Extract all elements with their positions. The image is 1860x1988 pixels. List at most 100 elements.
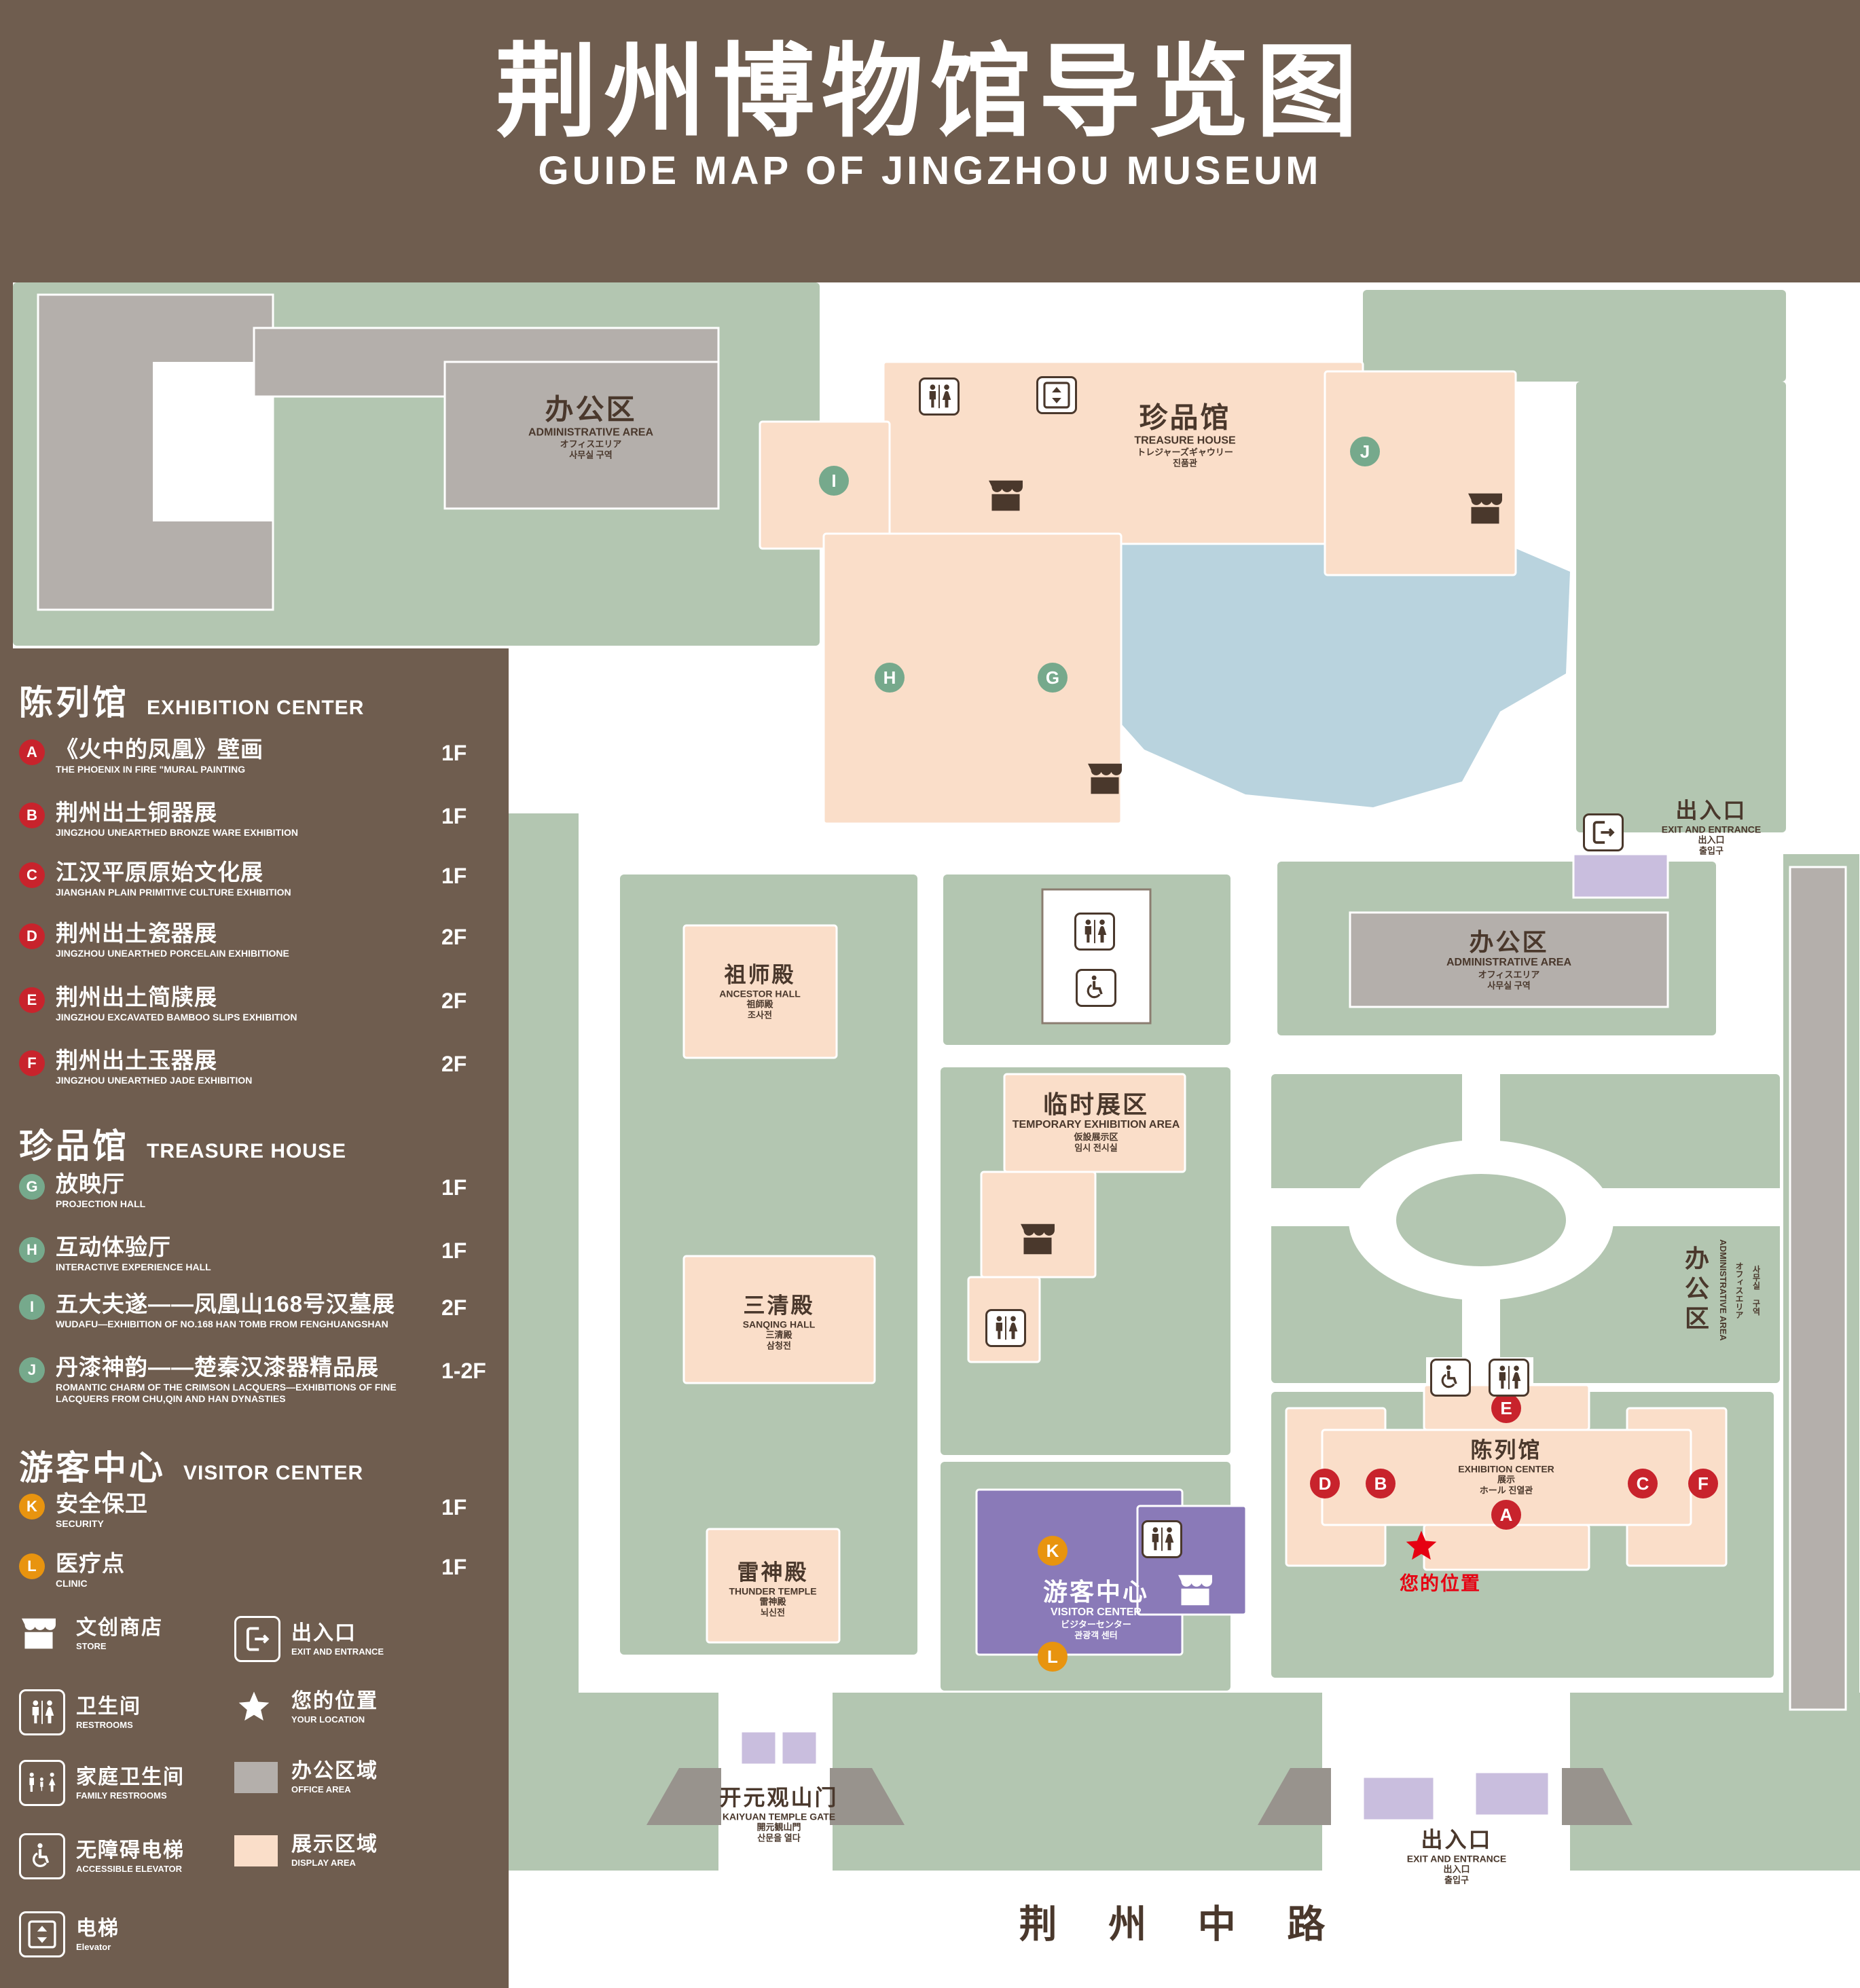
- marker-A: A: [19, 739, 45, 765]
- legend-label-cn: 办公区域: [291, 1760, 378, 1782]
- marker-G: G: [19, 1174, 45, 1200]
- grounds-bottom-center: [833, 1693, 1322, 1871]
- kr-label: 조사전: [748, 1010, 772, 1020]
- jp-label: オフィスエリア: [1478, 970, 1540, 980]
- legend-label-cn: 展示区域: [291, 1833, 378, 1856]
- legend-label-en: FAMILY RESTROOMS: [76, 1790, 167, 1801]
- section-heading-treasure-house: 珍品馆 TREASURE HOUSE: [19, 1119, 494, 1168]
- cn-label: 雷神殿: [737, 1560, 809, 1585]
- office-area-swatch: [234, 1761, 291, 1793]
- accessible-elevator-icon: [1076, 969, 1116, 1007]
- item-floor: 1F: [441, 1555, 467, 1579]
- kaiyuan-gate-building-left: [740, 1730, 778, 1766]
- marker-C: C: [1628, 1469, 1658, 1498]
- en-label: KAIYUAN TEMPLE GATE: [722, 1811, 836, 1822]
- garden-island: [1396, 1174, 1566, 1266]
- jp-label: 開元観山門: [756, 1822, 801, 1833]
- item-name-cn: 安全保卫: [56, 1491, 148, 1516]
- marker-E: E: [1491, 1393, 1521, 1423]
- marker-K: K: [19, 1494, 45, 1520]
- jp-label: 雷神殿: [759, 1596, 786, 1607]
- item-name-en: CLINIC: [56, 1577, 88, 1589]
- grounds-bottom-east: [1570, 1693, 1860, 1871]
- en-label: SANQING HALL: [742, 1319, 816, 1330]
- marker-E: E: [19, 987, 45, 1013]
- legend-label-cn: 卫生间: [76, 1695, 141, 1718]
- exhibition-center-label: 陈列馆 EXHIBITION CENTER 展示 ホール 진열관: [1458, 1438, 1554, 1496]
- kr-label: 관광객 센터: [1074, 1630, 1118, 1640]
- section-title-en: TREASURE HOUSE: [147, 1140, 347, 1162]
- item-floor: 1F: [441, 1175, 467, 1200]
- admin-area-mid-label: 办公区 ADMINISTRATIVE AREA オフィスエリア 사무실 구역: [1446, 928, 1571, 991]
- lake: [1032, 502, 1570, 807]
- cn-label: 珍品馆: [1139, 401, 1231, 434]
- legend-label-en: ACCESSIBLE ELEVATOR: [76, 1863, 183, 1874]
- legend-label-en: STORE: [76, 1640, 107, 1651]
- store-icon: [1018, 1221, 1057, 1257]
- en-label: THUNDER TEMPLE: [729, 1585, 817, 1597]
- jp-label: 仮設展示区: [1074, 1132, 1118, 1143]
- visitor-center-label: 游客中心 VISITOR CENTER ビジターセンター 관광객 센터: [1043, 1578, 1149, 1640]
- en-label: EXHIBITION CENTER: [1458, 1463, 1554, 1475]
- sanqing-hall-label: 三清殿 SANQING HALL 三清殿 삼청전: [743, 1293, 816, 1351]
- marker-L: L: [19, 1553, 45, 1579]
- legend-label-cn: 电梯: [76, 1917, 120, 1940]
- garden-path-north: [1462, 1074, 1500, 1150]
- temporary-exhibition-label: 临时展区 TEMPORARY EXHIBITION AREA 仮設展示区 임시 …: [1013, 1090, 1180, 1153]
- south-entrance-building-left: [1362, 1775, 1436, 1822]
- jp-label: オフィスエリア: [1734, 1262, 1744, 1319]
- legend-label-en: Elevator: [76, 1941, 111, 1952]
- admin-building-main: [443, 361, 720, 510]
- item-floor: 1F: [441, 1495, 467, 1520]
- east-exit-label: 出入口 EXIT AND ENTRANCE 出入口 출입구: [1662, 798, 1762, 856]
- marker-D: D: [19, 923, 45, 949]
- marker-H: H: [875, 663, 905, 693]
- item-name-en: JINGZHOU UNEARTHED JADE EXHIBITION: [56, 1074, 253, 1086]
- item-name-cn: 荆州出土简牍展: [56, 984, 217, 1010]
- marker-I: I: [819, 466, 849, 496]
- ancestor-hall-building: [682, 924, 838, 1059]
- sanqing-hall-building: [682, 1255, 876, 1384]
- marker-J: J: [1350, 437, 1380, 466]
- marker-G: G: [1038, 663, 1068, 693]
- jp-label: 展示: [1497, 1474, 1516, 1485]
- treasure-house-label: 珍品馆 TREASURE HOUSE トレジャーズギャウリー 진품관: [1134, 401, 1235, 468]
- store-icon: [986, 478, 1025, 513]
- jp-label: 祖師殿: [746, 999, 773, 1010]
- item-name-en: ROMANTIC CHARM OF THE CRIMSON LACQUERS—E…: [56, 1381, 397, 1405]
- item-name-en: JINGZHOU EXCAVATED BAMBOO SLIPS EXHIBITI…: [56, 1011, 297, 1023]
- item-floor: 2F: [441, 1295, 467, 1320]
- item-name-en: PROJECTION HALL: [56, 1198, 146, 1209]
- marker-K: K: [1038, 1536, 1068, 1566]
- item-floor: 2F: [441, 925, 467, 949]
- legend-label-en: DISPLAY AREA: [291, 1858, 356, 1868]
- restroom-icon: [985, 1309, 1026, 1347]
- kaiyuan-gate-wall-right: [830, 1768, 905, 1825]
- page-title: 荆州博物馆导览图: [495, 35, 1365, 149]
- marker-A: A: [1491, 1500, 1521, 1530]
- elevator-icon: [1036, 376, 1077, 414]
- jp-label: トレジャーズギャウリー: [1137, 447, 1233, 458]
- marker-B: B: [19, 803, 45, 828]
- admin-building-mid: [1349, 911, 1669, 1008]
- kr-label: 뇌신전: [761, 1607, 785, 1618]
- family-restroom-icon: [19, 1760, 76, 1806]
- accessible-elevator-icon: [1430, 1359, 1471, 1397]
- item-name-en: JIANGHAN PLAIN PRIMITIVE CULTURE EXHIBIT…: [56, 886, 291, 898]
- jp-label: ビジターセンター: [1061, 1619, 1131, 1630]
- en-label: VISITOR CENTER: [1051, 1606, 1142, 1619]
- jp-label: 出入口: [1443, 1864, 1470, 1875]
- cn-label: 开元观山门: [719, 1785, 839, 1810]
- item-name-en: JINGZHOU UNEARTHED PORCELAIN EXHIBITIONE: [56, 947, 289, 959]
- legend-label-en: EXIT AND ENTRANCE: [291, 1646, 384, 1657]
- cn-label: 您的位置: [1399, 1572, 1482, 1594]
- marker-I: I: [19, 1294, 45, 1320]
- accessible-elevator-icon: [19, 1833, 76, 1879]
- restroom-icon: [1489, 1359, 1529, 1397]
